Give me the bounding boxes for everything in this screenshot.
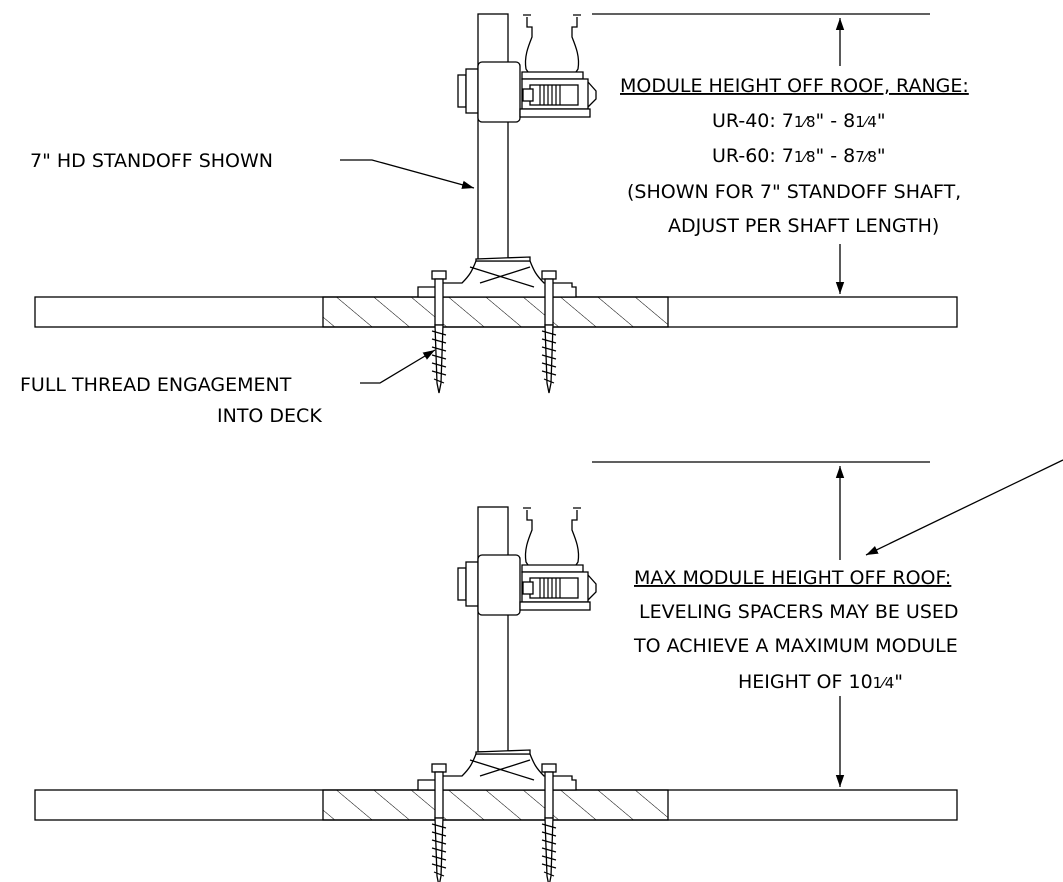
thread-label-line1: FULL THREAD ENGAGEMENT: [20, 374, 292, 396]
top-detail: [34, 13, 958, 393]
roof-deck-lower: [34, 789, 958, 821]
max-height-line3: HEIGHT OF 101⁄4": [738, 671, 903, 693]
standoff-shaft-extended: [477, 506, 509, 753]
thread-label-line2: INTO DECK: [217, 405, 322, 427]
height-range-title: MODULE HEIGHT OFF ROOF, RANGE:: [620, 75, 969, 97]
ur40-range: UR-40: 71⁄8" - 81⁄4": [712, 110, 886, 132]
note-line1: (SHOWN FOR 7" STANDOFF SHAFT,: [627, 181, 961, 203]
max-height-leader: [865, 459, 1063, 556]
standoff-label: 7" HD STANDOFF SHOWN: [30, 150, 273, 172]
max-height-line2: TO ACHIEVE A MAXIMUM MODULE: [633, 635, 958, 657]
roof-deck: [34, 296, 958, 328]
thread-leader: [360, 349, 436, 384]
ur60-range: UR-60: 71⁄8" - 87⁄8": [712, 145, 886, 167]
max-height-title: MAX MODULE HEIGHT OFF ROOF:: [634, 567, 951, 589]
standoff-leader: [340, 159, 475, 189]
max-height-line1: LEVELING SPACERS MAY BE USED: [639, 601, 959, 623]
note-line2: ADJUST PER SHAFT LENGTH): [668, 215, 939, 237]
bottom-detail: [34, 506, 958, 882]
standoff-shaft: [477, 13, 509, 285]
